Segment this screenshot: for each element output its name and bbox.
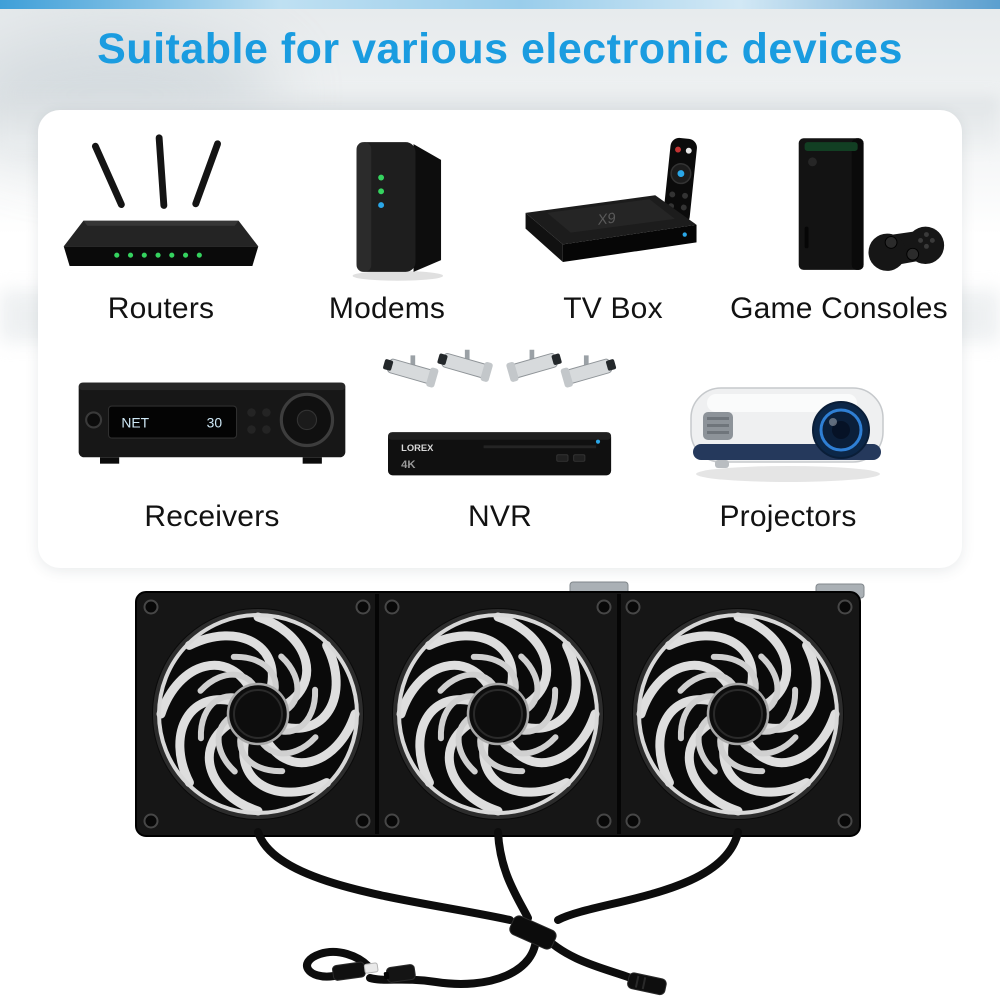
fan-right <box>632 608 844 820</box>
security-cameras <box>383 349 617 388</box>
modem-icon <box>352 142 444 281</box>
device-nvr: LOREX 4K NVR <box>356 346 644 534</box>
receiver-display-left-text: NET <box>121 414 149 430</box>
nvr-brand-text: LOREX <box>402 443 435 453</box>
barrel-connector <box>627 972 667 996</box>
nvr-resolution-text: 4K <box>402 459 417 471</box>
tv-box-model-text: X9 <box>596 211 617 229</box>
router-leds <box>114 252 202 258</box>
projector-icon <box>690 387 884 482</box>
power-cables <box>254 828 742 988</box>
modem-label: Modems <box>328 292 446 325</box>
device-projectors: Projectors <box>644 346 932 534</box>
nvr-label: NVR <box>468 500 532 533</box>
receiver-display-right-text: 30 <box>207 414 223 430</box>
device-routers: Routers <box>48 130 274 326</box>
power-button <box>85 411 103 429</box>
fan-middle <box>392 608 604 820</box>
fan-unit-image <box>118 578 882 998</box>
nvr-recorder: LOREX 4K <box>388 432 612 476</box>
router-label: Routers <box>107 292 215 325</box>
tv-box-label: TV Box <box>563 292 663 325</box>
page-title: Suitable for various electronic devices <box>97 25 903 73</box>
header: Suitable for various electronic devices <box>0 9 1000 74</box>
device-modems: Modems <box>274 130 500 326</box>
router-antennas <box>91 134 222 209</box>
device-tv-box: X9 TV Box <box>500 130 726 326</box>
projector-vent <box>703 412 733 440</box>
game-controller <box>868 226 945 271</box>
game-consoles-label: Game Consoles <box>730 292 948 325</box>
nvr-icon: LOREX 4K <box>383 349 617 476</box>
receivers-label: Receivers <box>144 500 280 533</box>
router-icon <box>63 134 259 266</box>
dc-plug-connector <box>332 961 379 981</box>
fan-left <box>152 608 364 820</box>
device-receivers: NET 30 Receivers <box>68 346 356 534</box>
modem-leds <box>378 174 385 209</box>
projectors-label: Projectors <box>719 500 857 533</box>
projector-lens <box>812 401 870 459</box>
remote-control <box>663 137 697 225</box>
cable-splitter <box>509 915 557 950</box>
top-accent-bar <box>0 0 1000 9</box>
receiver-icon: NET 30 <box>78 382 346 464</box>
tv-box-icon: X9 <box>525 137 697 263</box>
dc-jack-connector <box>383 964 416 983</box>
device-row-1: Routers Modems <box>42 116 958 326</box>
game-console-icon <box>798 138 945 271</box>
device-game-consoles: Game Consoles <box>726 130 952 326</box>
device-row-2: NET 30 Receivers <box>42 326 958 534</box>
triple-fan-unit <box>135 581 865 996</box>
devices-card: Routers Modems <box>38 110 962 568</box>
